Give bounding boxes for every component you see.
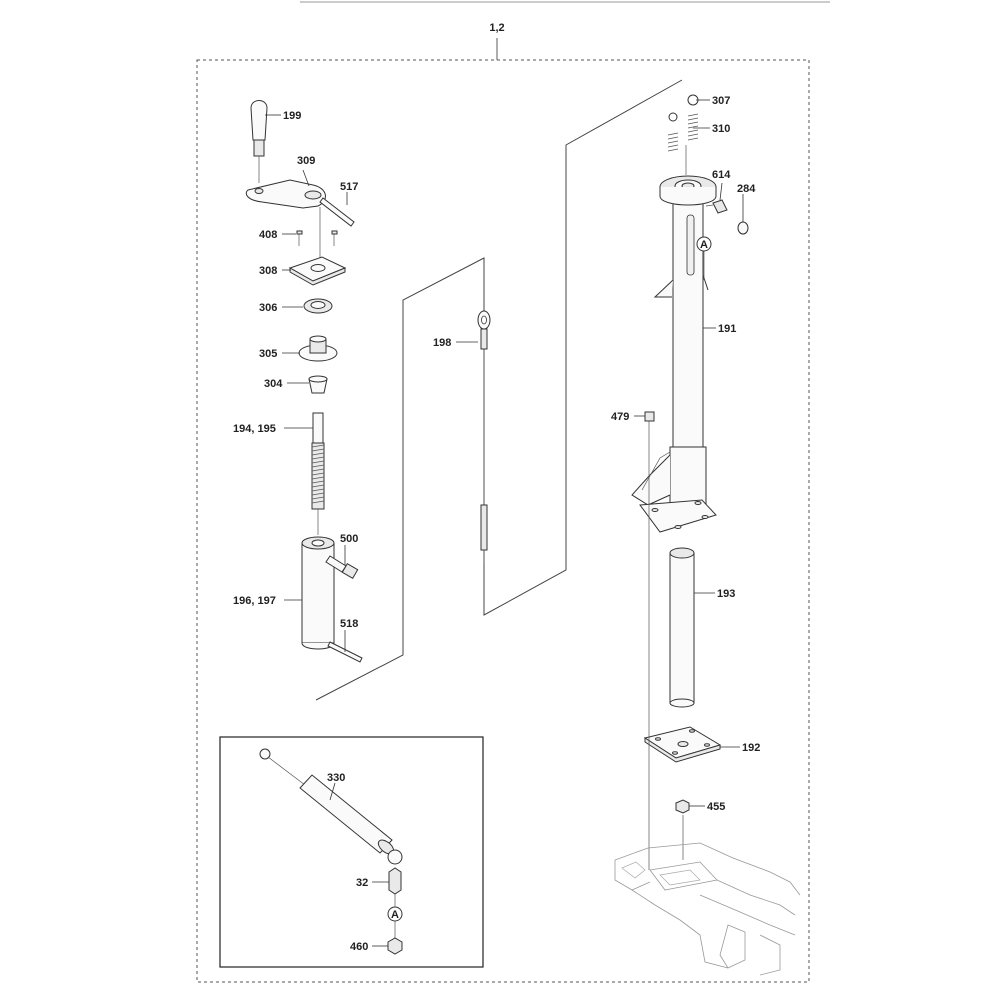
cable-198 xyxy=(477,310,491,563)
label-307: 307 xyxy=(712,95,730,107)
callout-a-top: A xyxy=(696,236,712,280)
tube-196-197 xyxy=(301,536,335,650)
inset-box xyxy=(219,736,484,968)
nut-455 xyxy=(675,799,690,814)
label-479: 479 xyxy=(611,411,629,423)
joint-32 xyxy=(388,867,402,895)
label-455: 455 xyxy=(707,801,725,813)
frame-background xyxy=(614,432,801,976)
screws-408 xyxy=(296,230,338,246)
leader-lines xyxy=(265,99,744,947)
pin-517 xyxy=(319,197,355,227)
callout-a-inset: A xyxy=(387,894,403,938)
label-614: 614 xyxy=(712,169,731,181)
base-plate-192 xyxy=(643,726,722,763)
label-304: 304 xyxy=(264,378,283,390)
label-308: 308 xyxy=(259,265,277,277)
label-309: 309 xyxy=(297,155,315,167)
label-330: 330 xyxy=(327,772,345,784)
label-310: 310 xyxy=(712,123,730,135)
label-517: 517 xyxy=(340,181,358,193)
bushing-304 xyxy=(308,375,328,394)
label-191: 191 xyxy=(718,323,736,335)
svg-text:A: A xyxy=(391,909,399,921)
flange-plate-308 xyxy=(288,256,347,286)
label-305: 305 xyxy=(259,348,277,360)
label-408: 408 xyxy=(259,229,277,241)
handle-knob xyxy=(250,100,268,183)
pin-500 xyxy=(325,555,359,580)
label-460: 460 xyxy=(350,941,368,953)
nut-460 xyxy=(387,937,403,955)
label-198: 198 xyxy=(433,337,451,349)
label-192: 192 xyxy=(742,742,760,754)
assembly-label: 1,2 xyxy=(489,22,504,34)
connection-frame xyxy=(315,79,683,701)
label-199: 199 xyxy=(283,110,301,122)
hub-305 xyxy=(298,335,338,362)
threaded-spindle-194-195 xyxy=(311,412,325,535)
label-196-197: 196, 197 xyxy=(233,595,276,607)
label-306: 306 xyxy=(259,302,277,314)
springs-310 xyxy=(667,113,699,152)
nut-614 xyxy=(705,199,728,214)
assembly-boundary xyxy=(196,59,810,983)
label-193: 193 xyxy=(717,588,735,600)
svg-text:A: A xyxy=(700,239,708,251)
crank-arm xyxy=(245,179,326,209)
label-194-195: 194, 195 xyxy=(233,423,276,435)
gas-spring-330 xyxy=(259,748,403,865)
tube-193 xyxy=(669,547,695,708)
label-32: 32 xyxy=(356,877,368,889)
ball-307 xyxy=(668,94,699,122)
washer-306 xyxy=(303,298,333,314)
post-191 xyxy=(631,175,717,533)
label-500: 500 xyxy=(340,533,358,545)
label-518: 518 xyxy=(340,618,358,630)
screw-479 xyxy=(644,411,655,432)
clip-284 xyxy=(737,221,749,235)
label-284: 284 xyxy=(737,183,756,195)
